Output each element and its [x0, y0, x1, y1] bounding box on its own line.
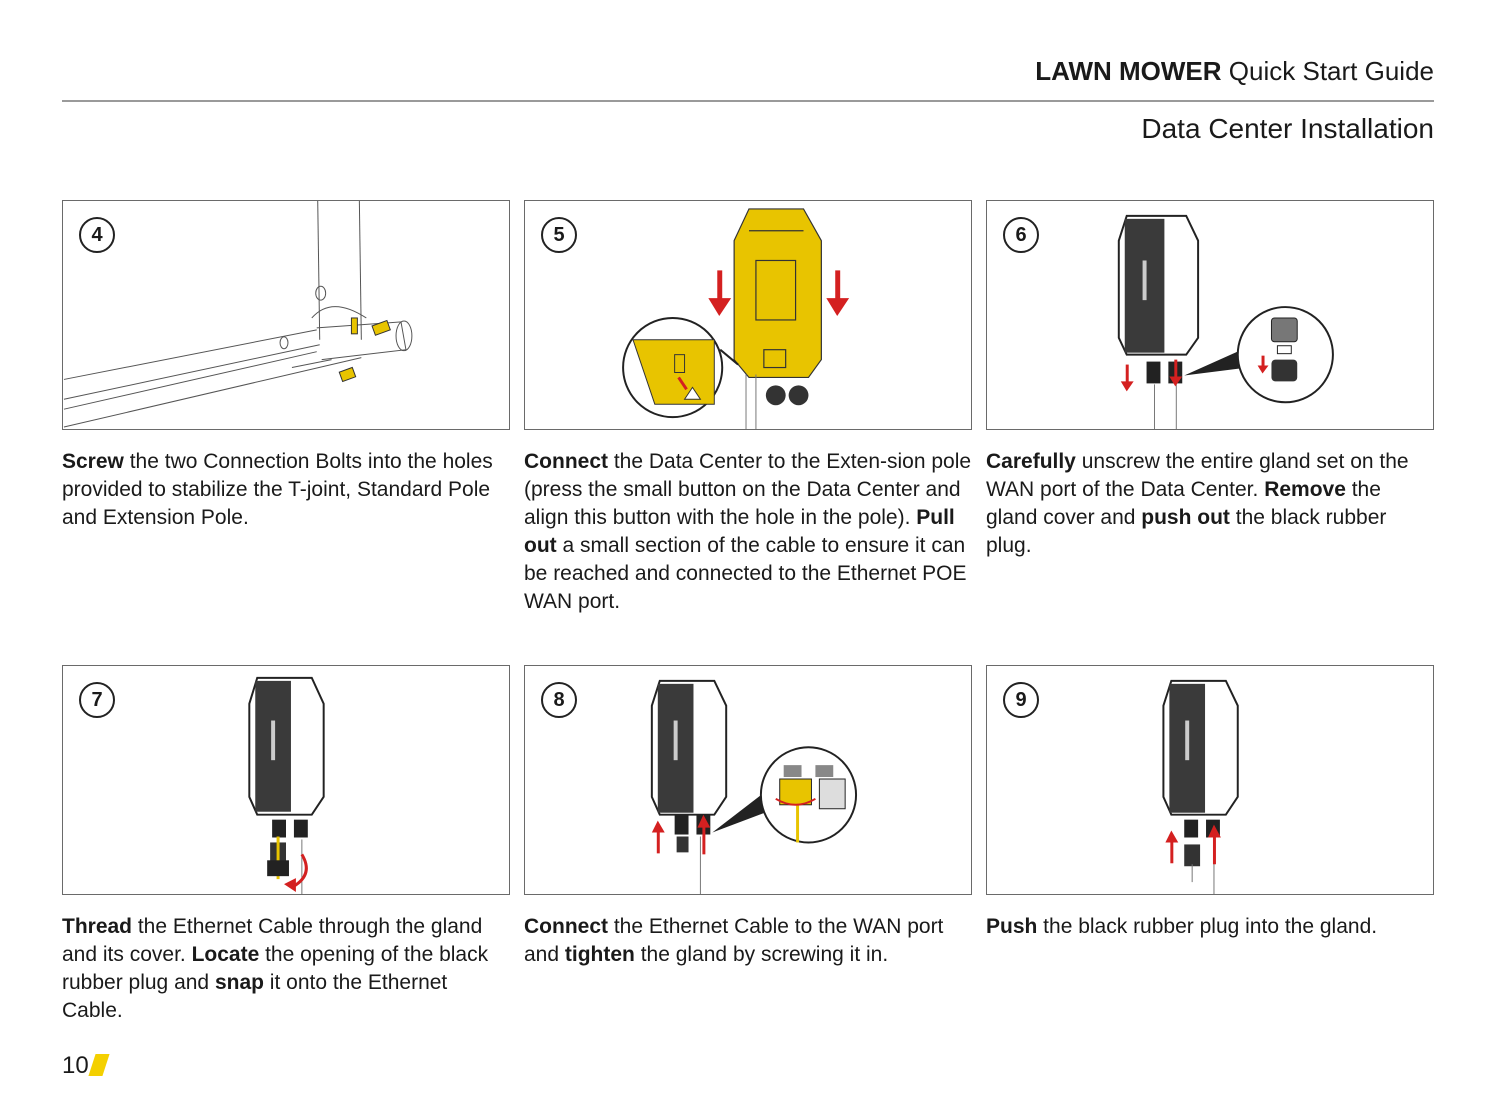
section-title: Data Center Installation: [1141, 113, 1434, 145]
emphasis-text: Remove: [1264, 478, 1346, 501]
push-plug-drawing: [987, 666, 1433, 894]
emphasis-text: Connect: [524, 450, 608, 473]
guide-title: Quick Start Guide: [1229, 56, 1434, 86]
emphasis-text: Locate: [192, 943, 260, 966]
pole-t-joint-drawing: [63, 201, 509, 429]
emphasis-text: Push: [986, 915, 1037, 938]
step-number-badge: 9: [1003, 682, 1039, 718]
page-number: 10: [62, 1052, 89, 1080]
emphasis-text: Screw: [62, 450, 124, 473]
emphasis-text: Thread: [62, 915, 132, 938]
step-5-description: Connect the Data Center to the Exten-sio…: [524, 448, 972, 616]
tighten-gland-drawing: [525, 666, 971, 894]
step-9-description: Push the black rubber plug into the glan…: [986, 913, 1456, 941]
step-4-illustration: 4: [62, 200, 510, 430]
step-5-illustration: 5: [524, 200, 972, 430]
step-6-description: Carefully unscrew the entire gland set o…: [986, 448, 1434, 560]
data-center-mount-drawing: [525, 201, 971, 429]
step-4-description: Screw the two Connection Bolts into the …: [62, 448, 510, 532]
body-text: a small section of the cable to ensure i…: [524, 534, 966, 613]
header-divider: [62, 100, 1434, 102]
thread-cable-drawing: [63, 666, 509, 894]
step-7-description: Thread the Ethernet Cable through the gl…: [62, 913, 510, 1025]
step-number-badge: 7: [79, 682, 115, 718]
step-8-description: Connect the Ethernet Cable to the WAN po…: [524, 913, 972, 969]
step-number-badge: 4: [79, 217, 115, 253]
step-number-badge: 6: [1003, 217, 1039, 253]
emphasis-text: Carefully: [986, 450, 1076, 473]
body-text: the gland by screwing it in.: [635, 943, 888, 966]
step-6-illustration: 6: [986, 200, 1434, 430]
page-accent-mark: [88, 1054, 109, 1076]
emphasis-text: Connect: [524, 915, 608, 938]
emphasis-text: tighten: [565, 943, 635, 966]
document-header: LAWN MOWER Quick Start Guide: [1035, 56, 1434, 87]
step-8-illustration: 8: [524, 665, 972, 895]
emphasis-text: push out: [1141, 506, 1230, 529]
emphasis-text: snap: [215, 971, 264, 994]
body-text: the black rubber plug into the gland.: [1037, 915, 1377, 938]
gland-removal-drawing: [987, 201, 1433, 429]
step-number-badge: 5: [541, 217, 577, 253]
brand-name: LAWN MOWER: [1035, 56, 1221, 86]
step-number-badge: 8: [541, 682, 577, 718]
body-text: the two Connection Bolts into the holes …: [62, 450, 493, 529]
step-7-illustration: 7: [62, 665, 510, 895]
step-9-illustration: 9: [986, 665, 1434, 895]
